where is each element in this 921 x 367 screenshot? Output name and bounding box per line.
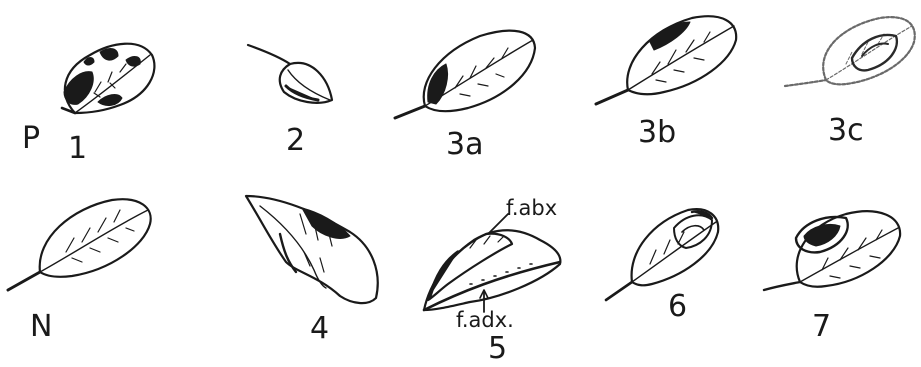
label-p: P xyxy=(22,124,40,154)
label-6: 6 xyxy=(668,292,687,322)
leaf-n-drawing xyxy=(8,199,151,290)
label-2: 2 xyxy=(286,126,305,156)
label-4: 4 xyxy=(310,314,329,344)
leaf-3a-drawing xyxy=(395,31,535,118)
label-f-adx: f.adx. xyxy=(456,310,514,331)
leaf-3c-blotch xyxy=(852,35,897,70)
leaf-3b-drawing xyxy=(596,16,736,104)
label-3a: 3a xyxy=(446,130,483,160)
label-1: 1 xyxy=(68,134,87,164)
leaf-6-drawing xyxy=(606,209,718,300)
label-3b: 3b xyxy=(638,118,676,148)
label-5: 5 xyxy=(488,334,507,364)
label-f-abx: f.abx xyxy=(506,198,557,219)
leaf-1-drawing xyxy=(62,44,154,113)
leaf-7-drawing xyxy=(764,211,900,290)
label-7: 7 xyxy=(812,312,831,342)
leaf-2-drawing xyxy=(248,45,332,103)
leaf-4-drawing xyxy=(246,196,378,303)
leaf-5-drawing xyxy=(424,214,560,312)
label-n: N xyxy=(30,312,52,342)
label-3c: 3c xyxy=(828,116,864,146)
